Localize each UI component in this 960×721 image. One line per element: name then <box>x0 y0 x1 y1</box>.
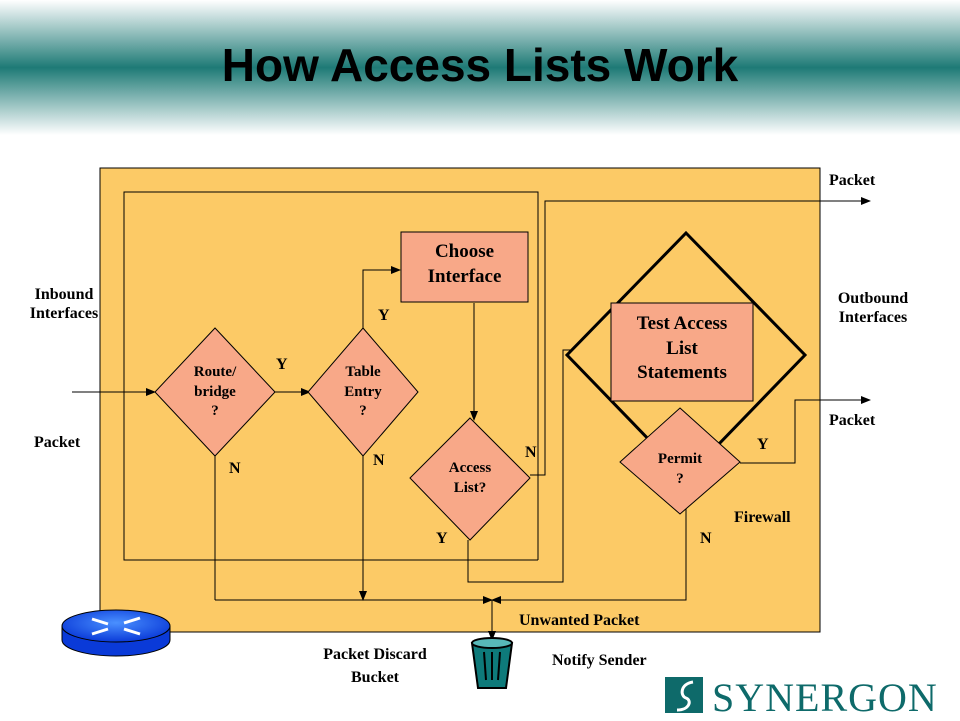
access-y-label: Y <box>436 530 448 547</box>
choose-interface-label: Choose Interface <box>427 241 502 287</box>
inbound-interfaces-label: Inbound Interfaces <box>29 286 99 323</box>
router-icon <box>61 609 171 657</box>
access-n-to-outbound-arrow <box>530 197 871 476</box>
access-n-label: N <box>525 444 537 461</box>
permit-n-label: N <box>700 530 712 547</box>
access-list-label: Access List? <box>448 460 492 496</box>
unwanted-packet-label: Unwanted Packet <box>519 612 640 629</box>
permit-y-label: Y <box>757 436 769 453</box>
table-to-choose-arrow <box>362 266 401 330</box>
test-access-list-box <box>610 302 754 402</box>
route-y-label: Y <box>276 356 288 373</box>
notify-sender-label: Notify Sender <box>552 652 647 669</box>
table-entry-diamond <box>307 327 419 457</box>
table-entry-label: Table Entry ? <box>344 364 382 419</box>
packet-out-bottom-label: Packet <box>829 412 876 429</box>
permit-y-to-outbound-arrow <box>740 396 871 464</box>
synergon-logo-icon <box>665 677 703 713</box>
title-banner <box>0 0 960 135</box>
discard-bucket-label: Packet Discard Bucket <box>323 646 427 687</box>
route-bridge-label: Route/ bridge ? <box>193 364 237 419</box>
table-y-label: Y <box>378 307 390 324</box>
trash-bucket-icon <box>470 637 514 689</box>
permit-diamond <box>619 407 741 515</box>
choose-interface-box <box>400 231 529 303</box>
route-bridge-diamond <box>154 327 276 457</box>
permit-label: Permit ? <box>657 451 703 487</box>
route-n-label: N <box>229 460 241 477</box>
packet-out-top-label: Packet <box>829 172 876 189</box>
outbound-interfaces-label: Outbound Interfaces <box>837 290 909 327</box>
feedback-loop-line <box>123 191 539 561</box>
packet-in-label: Packet <box>34 434 81 451</box>
test-access-list-label: Test Access List Statements <box>636 313 728 384</box>
table-n-label: N <box>373 452 385 469</box>
page-title: How Access Lists Work <box>221 39 739 91</box>
permit-n-line <box>491 505 687 604</box>
firewall-label: Firewall <box>734 509 791 526</box>
synergon-logo-text: SYNERGON <box>712 675 938 720</box>
access-list-diamond <box>409 417 531 541</box>
